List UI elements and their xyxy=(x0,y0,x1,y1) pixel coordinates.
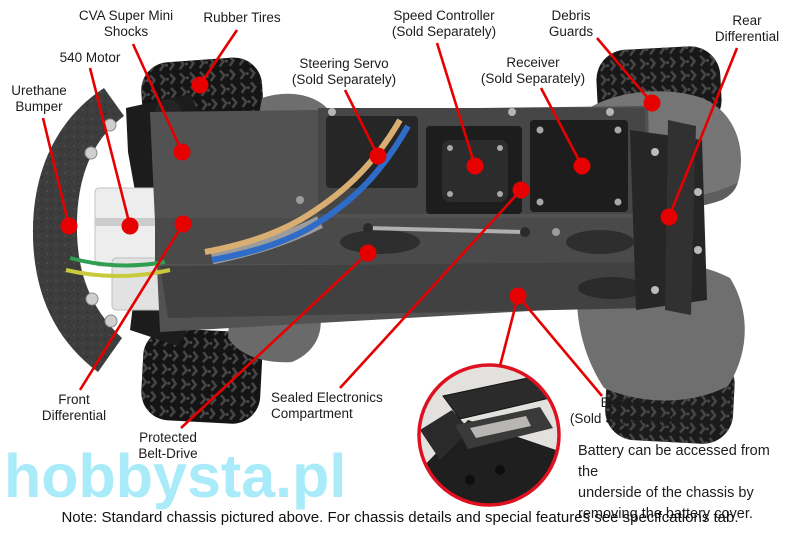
callout-dot-speed-controller xyxy=(466,157,484,175)
callout-line-debris-guards xyxy=(596,37,653,104)
callout-line-receiver xyxy=(539,87,584,167)
callout-line-steering-servo xyxy=(343,89,380,157)
callout-line-rubber-tires xyxy=(198,29,239,86)
callout-dot-rubber-tires xyxy=(191,76,209,94)
rubber-tire-front-bottom-illustration xyxy=(141,328,263,424)
footer-note: Note: Standard chassis pictured above. F… xyxy=(61,509,739,526)
callout-dot-cva-super-mini-shocks xyxy=(173,143,191,161)
callout-line-sealed-electronics-compartment xyxy=(339,189,522,389)
belt-drive-cover-illustration xyxy=(155,218,655,318)
callout-line-rear-differential xyxy=(667,47,739,218)
urethane-bumper-illustration xyxy=(32,88,124,372)
steering-linkage-illustration xyxy=(363,223,530,237)
callout-dot-front-differential xyxy=(174,215,192,233)
battery-inset-photo xyxy=(417,363,561,507)
callout-line-urethane-bumper xyxy=(41,117,71,227)
callout-dot-battery xyxy=(509,287,527,305)
callout-dot-sealed-electronics-compartment xyxy=(512,181,530,199)
battery-access-note-line: removing the battery cover. xyxy=(578,506,753,522)
callout-dot-urethane-bumper xyxy=(60,217,78,235)
callout-layer xyxy=(41,29,739,429)
callout-line-protected-belt-drive xyxy=(180,252,369,429)
battery-access-note: Battery can be accessed from the undersi… xyxy=(578,441,793,525)
battery-access-note-line: Battery can be accessed from the xyxy=(578,443,770,480)
callout-dot-540-motor xyxy=(121,217,139,235)
callout-line-battery xyxy=(517,295,603,397)
callout-line-speed-controller xyxy=(435,42,477,167)
callout-dot-protected-belt-drive xyxy=(359,244,377,262)
callout-line-front-differential xyxy=(78,223,185,391)
battery-access-note-line: underside of the chassis by xyxy=(578,485,754,501)
watermark-hobbysta: hobbysta.pl xyxy=(4,442,347,510)
deck-screws xyxy=(296,108,614,204)
callout-dot-receiver xyxy=(573,157,591,175)
battery-inset-border xyxy=(417,363,561,507)
callout-dot-rear-differential xyxy=(660,208,678,226)
callout-line-540-motor xyxy=(88,67,132,227)
callout-dot-debris-guards xyxy=(643,94,661,112)
callout-line-cva-super-mini-shocks xyxy=(131,43,184,153)
callout-line-battery xyxy=(498,295,520,367)
callout-dot-steering-servo xyxy=(369,147,387,165)
bumper-screws xyxy=(84,118,118,328)
